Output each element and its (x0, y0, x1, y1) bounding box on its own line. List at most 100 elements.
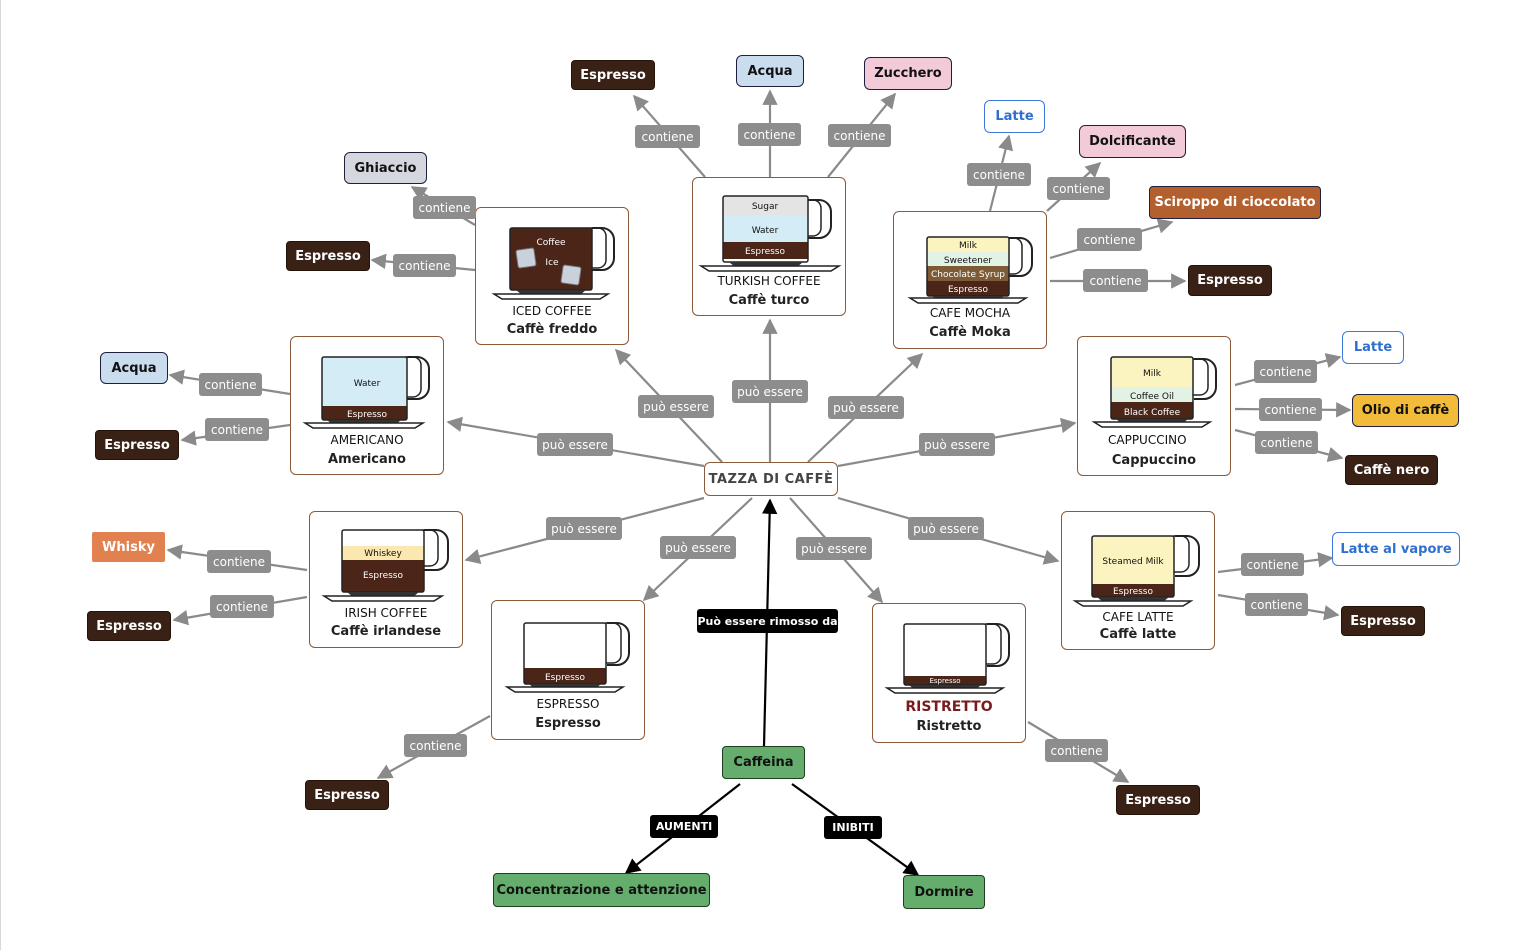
page-edge (0, 0, 1, 950)
ingredient-americano-water[interactable]: Acqua (100, 352, 168, 384)
contains-label-americano-espresso: contiene (205, 418, 269, 441)
concentration-node[interactable]: Concentrazione e attenzione (493, 873, 710, 907)
central-node[interactable]: TAZZA DI CAFFÈ (704, 462, 838, 496)
contains-label-latte-steamed: contiene (1241, 553, 1304, 576)
contains-label-irish-whisky: contiene (207, 550, 271, 573)
drink-card-cappuccino[interactable]: Milk Coffee Oil Black Coffee CAPPUCCINO … (1077, 336, 1231, 476)
latte-name: Caffè latte (1099, 627, 1177, 642)
irish-layer-espresso: Espresso (363, 571, 404, 581)
mocha-cup-illustration: Milk Sweetener Chocolate Syrup Espresso (907, 236, 1033, 304)
ingredient-mocha-syrup[interactable]: Sciroppo di cioccolato (1149, 186, 1321, 219)
drink-card-turkish-coffee[interactable]: Sugar Water Espresso TURKISH COFFEE Caff… (692, 177, 846, 316)
can-be-label-mocha: può essere (828, 396, 904, 419)
ingredient-turkish-sugar[interactable]: Zucchero (864, 57, 952, 90)
irish-layer-whiskey: Whiskey (364, 549, 402, 559)
can-be-label-turkish: può essere (732, 380, 808, 403)
drink-card-ristretto[interactable]: Espresso RISTRETTO Ristretto (872, 603, 1026, 743)
ingredient-mocha-milk[interactable]: Latte (984, 100, 1045, 133)
contains-label-cappuccino-black: contiene (1255, 431, 1318, 454)
turkish-layer-espresso: Espresso (745, 247, 786, 257)
can-be-label-irish: può essere (546, 517, 622, 540)
turkish-name: Caffè turco (728, 293, 810, 308)
contains-label-turkish-water: contiene (738, 123, 801, 146)
turkish-layer-water: Water (752, 226, 779, 236)
ingredient-irish-espresso[interactable]: Espresso (87, 611, 171, 641)
americano-layer-espresso: Espresso (347, 410, 388, 420)
iced-caption: ICED COFFEE (512, 304, 592, 318)
inhibits-label: INIBITI (824, 816, 882, 839)
mocha-caption: CAFE MOCHA (929, 306, 1011, 320)
turkish-cup-illustration: Sugar Water Espresso (698, 195, 842, 272)
contains-label-latte-espresso: contiene (1245, 593, 1308, 616)
cappuccino-layer-black-coffee: Black Coffee (1124, 408, 1181, 418)
contains-label-espresso: contiene (404, 734, 467, 757)
turkish-layer-sugar: Sugar (752, 202, 779, 212)
contains-label-cappuccino-milk: contiene (1254, 360, 1317, 383)
irish-cup-illustration: Whiskey Espresso (321, 529, 449, 602)
increases-label: AUMENTI (650, 815, 718, 838)
ingredient-latte-steamed[interactable]: Latte al vapore (1332, 532, 1460, 566)
contains-label-irish-espresso: contiene (210, 595, 274, 618)
ingredient-espresso-espresso[interactable]: Espresso (305, 780, 389, 810)
mocha-layer-milk: Milk (959, 241, 978, 251)
ingredient-americano-espresso[interactable]: Espresso (95, 430, 179, 460)
contains-label-americano-water: contiene (199, 373, 262, 396)
drink-card-espresso[interactable]: Espresso ESPRESSO Espresso (491, 600, 645, 740)
cappuccino-cup-illustration: Milk Coffee Oil Black Coffee (1091, 356, 1217, 428)
americano-layer-water: Water (354, 379, 381, 389)
ingredient-mocha-espresso[interactable]: Espresso (1188, 265, 1272, 296)
ingredient-iced-ice[interactable]: Ghiaccio (344, 152, 427, 184)
drink-card-cafe-latte[interactable]: Steamed Milk Espresso CAFE LATTE Caffè l… (1061, 511, 1215, 650)
mocha-layer-syrup: Chocolate Syrup (931, 270, 1005, 280)
cappuccino-name: Cappuccino (1111, 453, 1197, 468)
ingredient-irish-whisky[interactable]: Whisky (92, 532, 165, 562)
ingredient-cappuccino-oil[interactable]: Olio di caffè (1352, 394, 1459, 427)
mocha-name: Caffè Moka (929, 325, 1011, 340)
contains-label-ristretto: contiene (1045, 739, 1108, 762)
ingredient-turkish-water[interactable]: Acqua (736, 55, 804, 87)
drink-card-iced-coffee[interactable]: Coffee Ice ICED COFFEE Caffè freddo (475, 207, 629, 345)
mocha-layer-sweetener: Sweetener (944, 256, 992, 266)
espresso-cup-illustration: Espresso (504, 622, 630, 693)
iced-name: Caffè freddo (506, 322, 598, 337)
can-be-label-americano: può essere (537, 433, 613, 456)
can-be-label-ristretto: può essere (796, 537, 872, 560)
drink-card-irish-coffee[interactable]: Whiskey Espresso IRISH COFFEE Caffè irla… (309, 511, 463, 648)
irish-caption: IRISH COFFEE (344, 606, 428, 620)
cappuccino-layer-milk: Milk (1143, 369, 1162, 379)
can-be-label-iced: può essere (638, 395, 714, 418)
latte-layer-espresso: Espresso (1113, 587, 1154, 597)
latte-caption: CAFE LATTE (1102, 610, 1174, 624)
drink-card-cafe-mocha[interactable]: Milk Sweetener Chocolate Syrup Espresso … (893, 211, 1047, 349)
contains-label-mocha-syrup: contiene (1077, 228, 1142, 251)
contains-label-mocha-espresso: contiene (1083, 269, 1148, 292)
cappuccino-caption: CAPPUCCINO (1108, 433, 1187, 447)
caffeine-node[interactable]: Caffeina (722, 746, 805, 779)
ingredient-turkish-espresso[interactable]: Espresso (571, 60, 655, 90)
irish-name: Caffè irlandese (330, 624, 442, 639)
drink-card-americano[interactable]: Water Espresso AMERICANO Americano (290, 336, 444, 475)
can-be-label-latte: può essere (908, 517, 984, 540)
ingredient-iced-espresso[interactable]: Espresso (286, 241, 370, 271)
americano-caption: AMERICANO (330, 433, 404, 447)
espresso-name: Espresso (535, 716, 601, 731)
espresso-caption: ESPRESSO (536, 697, 600, 711)
contains-label-mocha-milk: contiene (967, 163, 1031, 186)
contains-label-cappuccino-oil: contiene (1259, 398, 1322, 421)
ingredient-latte-espresso[interactable]: Espresso (1341, 606, 1425, 636)
ristretto-layer-espresso: Espresso (929, 677, 960, 685)
can-be-label-cappuccino: può essere (919, 433, 995, 456)
ingredient-ristretto-espresso[interactable]: Espresso (1116, 785, 1200, 815)
latte-cup-illustration: Steamed Milk Espresso (1072, 535, 1200, 607)
contains-label-iced-ice: contiene (413, 196, 476, 219)
mocha-layer-espresso: Espresso (948, 285, 989, 295)
ingredient-mocha-sweetener[interactable]: Dolcificante (1079, 125, 1186, 158)
contains-label-turkish-sugar: contiene (828, 124, 891, 147)
ingredient-cappuccino-black[interactable]: Caffè nero (1345, 455, 1438, 485)
ristretto-name: Ristretto (916, 719, 982, 734)
contains-label-iced-espresso: contiene (393, 254, 456, 277)
turkish-caption: TURKISH COFFEE (717, 274, 821, 288)
ingredient-cappuccino-milk[interactable]: Latte (1342, 331, 1404, 364)
sleep-node[interactable]: Dormire (903, 875, 985, 909)
